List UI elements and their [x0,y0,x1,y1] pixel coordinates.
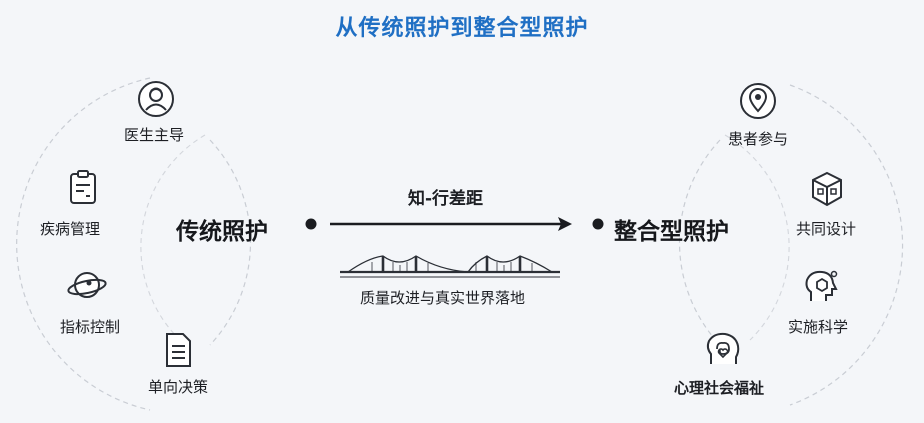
right-item-psychosocial-wellbeing: 心理社会福祉 [674,379,765,397]
right-item-patient-engagement: 患者参与 [728,130,789,148]
cube-design-icon [812,171,842,207]
brain-wellbeing-icon [706,332,740,364]
arrow-start-dot [305,218,317,230]
page-title: 从传统照护到整合型照护 [335,16,589,41]
planet-icon [67,272,107,298]
traditional-care-label: 传统照护 [176,219,268,245]
knowledge-action-gap-label: 知-行差距 [408,189,484,209]
arrow-end-dot [592,218,604,230]
right-inner-ring-2 [724,134,790,341]
left-inner-ring [209,139,252,346]
right-item-implementation-science: 实施科学 [788,318,849,336]
doctor-icon [138,81,174,117]
left-inner-ring-2 [140,134,206,341]
left-item-disease-management: 疾病管理 [40,220,101,238]
integrated-care-label: 整合型照护 [614,219,729,245]
right-item-co-design: 共同设计 [796,220,857,238]
left-outer-ring [16,77,151,411]
science-head-icon [805,270,838,301]
bridge-caption: 质量改进与真实世界落地 [360,289,526,307]
right-inner-ring [678,139,721,346]
left-item-doctor-led: 医生主导 [124,126,185,144]
clipboard-icon [70,170,96,204]
arrow-head [558,217,572,231]
document-icon [166,333,191,367]
bridge-icon [340,255,560,278]
left-item-one-way-decision: 单向决策 [148,378,209,396]
patient-location-icon [740,83,776,119]
left-item-indicator-control: 指标控制 [60,318,121,336]
right-outer-ring [789,84,904,406]
